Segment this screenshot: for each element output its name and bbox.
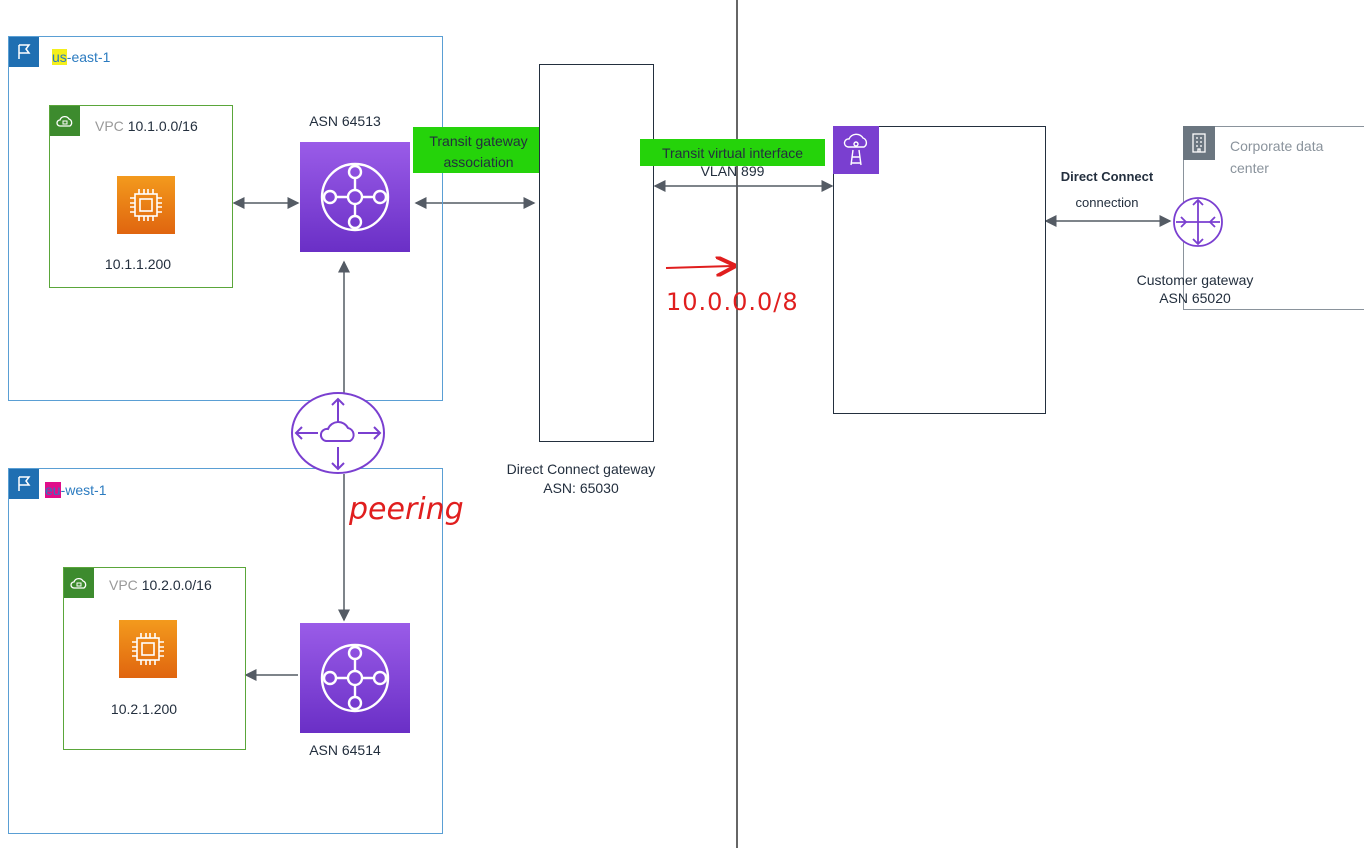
route-arrow — [665, 266, 732, 268]
tgw1-asn: ASN 64513 — [309, 113, 381, 129]
region-eu-west-1: eu-west-1 — [8, 468, 443, 834]
vpc-label: VPC 10.2.0.0/16 — [109, 577, 212, 593]
dx-gateway-asn: ASN: 65030 — [543, 480, 619, 496]
vpc-cloud-icon — [50, 106, 80, 136]
corporate-data-center: Corporate data center — [1183, 126, 1364, 310]
corporate-building-icon — [1183, 126, 1215, 160]
vpc-label: VPC 10.1.0.0/16 — [95, 118, 198, 134]
dx-connection-label: Direct Connect — [1060, 169, 1154, 184]
vlan-label: VLAN 899 — [700, 163, 765, 179]
tgw-association-label: Transit gateway association — [413, 127, 544, 173]
region-label: eu-west-1 — [45, 482, 107, 498]
transit-gateway-icon — [300, 623, 410, 733]
region-flag-icon — [9, 469, 39, 499]
instance-ip: 10.1.1.200 — [104, 256, 172, 272]
dx-connection-label: connection — [1075, 195, 1139, 210]
vpc-1: VPC 10.1.0.0/16 10.1.1.200 — [49, 105, 233, 288]
customer-gateway-label: Customer gateway — [1136, 272, 1254, 288]
region-us-east-1: us-east-1 — [8, 36, 443, 401]
peering-icon — [290, 391, 386, 475]
direct-connect-location-icon — [833, 126, 879, 174]
direct-connect-gateway — [539, 64, 654, 442]
tgw2-asn: ASN 64514 — [309, 742, 381, 758]
region-flag-icon — [9, 37, 39, 67]
peering-annotation: peering — [349, 492, 464, 527]
region-label: us-east-1 — [52, 49, 111, 65]
transit-gateway-icon — [300, 142, 410, 252]
customer-gateway-icon — [1171, 195, 1225, 249]
ec2-chip-icon — [119, 620, 177, 678]
customer-gateway-asn: ASN 65020 — [1159, 290, 1231, 306]
dx-gateway-label: Direct Connect gateway — [506, 461, 656, 477]
vpc-cloud-icon — [64, 568, 94, 598]
direct-connect-location — [833, 126, 1046, 414]
instance-ip: 10.2.1.200 — [110, 701, 178, 717]
ec2-chip-icon — [117, 176, 175, 234]
vpc-2: VPC 10.2.0.0/16 10.2.1.200 — [63, 567, 246, 750]
tvi-label: Transit virtual interface — [640, 139, 825, 166]
route-annotation: 10.0.0.0/8 — [666, 288, 799, 316]
